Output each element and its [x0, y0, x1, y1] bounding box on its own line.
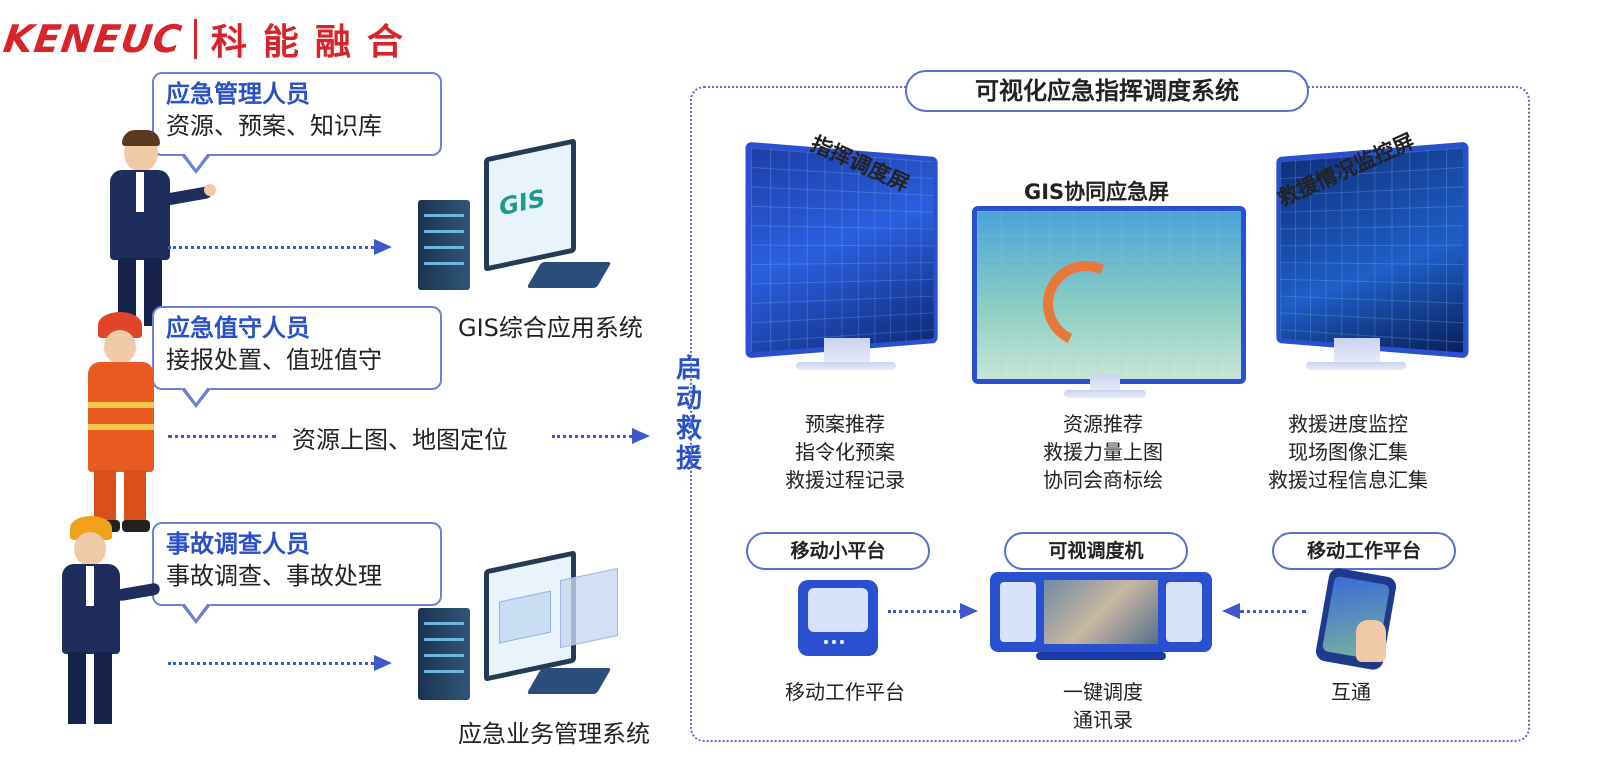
flow-arrow-5: [1240, 610, 1306, 613]
role-bubble-duty: 应急值守人员 接报处置、值班值守: [152, 306, 442, 408]
device-pill-mobile-work: 移动工作平台: [1272, 532, 1456, 570]
business-system-label: 应急业务管理系统: [458, 720, 650, 748]
flow-arrow-5-head: [1222, 603, 1240, 619]
role-title: 应急管理人员: [166, 80, 310, 108]
role-bubble-manager: 应急管理人员 资源、预案、知识库: [152, 72, 442, 174]
gis-system-label: GIS综合应用系统: [458, 314, 643, 342]
flow-arrow-1: [168, 246, 374, 249]
device-3-desc: 互通: [1331, 680, 1371, 704]
flow-arrow-2b: [552, 435, 632, 438]
map-label: 资源上图、地图定位: [292, 426, 508, 454]
command-system-title: 可视化应急指挥调度系统: [905, 70, 1309, 112]
role-desc: 资源、预案、知识库: [166, 112, 382, 140]
role-bubble-investigator: 事故调查人员 事故调查、事故处理: [152, 522, 442, 624]
role-title: 事故调查人员: [166, 530, 310, 558]
screen-name: GIS协同应急屏: [1024, 180, 1170, 204]
device-pill-mobile-small: 移动小平台: [746, 532, 930, 570]
logo: KENEUC 科能融合: [0, 14, 419, 64]
logo-en: KENEUC: [0, 17, 186, 61]
logo-cn: 科能融合: [210, 22, 419, 63]
device-pill-dispatcher: 可视调度机: [1004, 532, 1188, 570]
screen-3-desc: 救援进度监控 现场图像汇集 救援过程信息汇集: [1268, 412, 1428, 492]
screen-2-desc: 资源推荐 救援力量上图 协同会商标绘: [1043, 412, 1163, 492]
launch-rescue-label: 启 动 救 援: [675, 354, 702, 474]
role-desc: 事故调查、事故处理: [166, 562, 382, 590]
firefighter-figure: [84, 312, 174, 532]
flow-arrow-2a: [168, 435, 276, 438]
device-1-desc: 移动工作平台: [785, 680, 905, 704]
role-title: 应急值守人员: [166, 314, 310, 342]
device-2-desc: 一键调度 通讯录: [1063, 680, 1143, 732]
manager-figure: [100, 130, 216, 330]
logo-divider: [193, 19, 197, 59]
role-desc: 接报处置、值班值守: [166, 346, 382, 374]
flow-arrow-4: [888, 610, 962, 613]
screen-1-desc: 预案推荐 指令化预案 救援过程记录: [785, 412, 905, 492]
investigator-figure: [56, 516, 166, 736]
flow-arrow-3: [168, 662, 374, 665]
